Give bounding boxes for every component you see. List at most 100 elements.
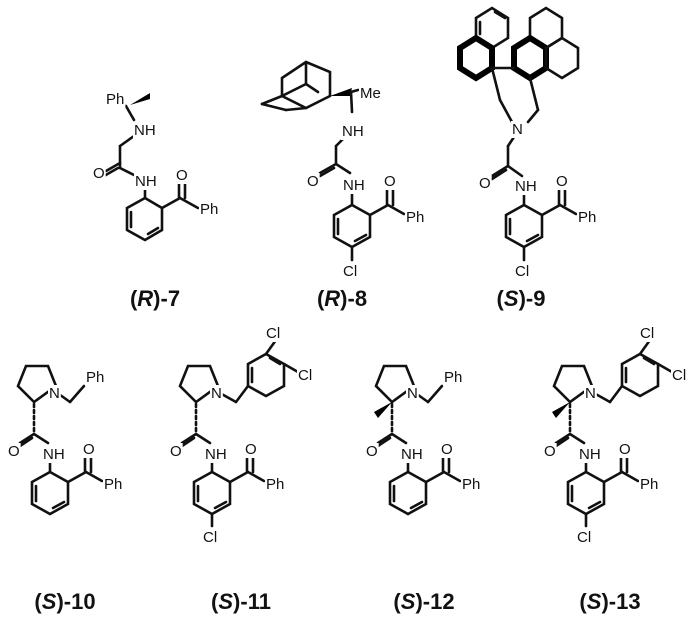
- compound-s11-atoms: N Cl Cl O NH O Ph Cl: [169, 325, 314, 546]
- atom-label-backdrop: [618, 441, 632, 458]
- s12-ph-benzyl: Ph: [444, 369, 462, 386]
- r8-o-carbonyl: O: [307, 173, 319, 190]
- atom-label-backdrop: [578, 446, 602, 463]
- s11-cl-top: Cl: [266, 325, 280, 342]
- label-s10: (S)-10: [34, 589, 95, 615]
- atom-label-backdrop: [576, 529, 593, 546]
- s13-cl-top: Cl: [640, 325, 654, 342]
- s13-n: N: [585, 385, 596, 402]
- atom-label-backdrop: [671, 367, 688, 384]
- atom-label-backdrop: [577, 209, 598, 226]
- label-s12-open: (: [393, 589, 401, 614]
- atom-label-backdrop: [306, 173, 320, 190]
- label-s11-open: (: [211, 589, 219, 614]
- label-r8: (R)-8: [317, 286, 367, 312]
- atom-label-backdrop: [543, 443, 557, 460]
- r7-o-ketone: O: [176, 167, 188, 184]
- s10-ph-benzyl: Ph: [86, 369, 104, 386]
- label-s10-open: (: [34, 589, 42, 614]
- label-s10-config: S: [41, 589, 57, 614]
- r8-nh-amide: NH: [343, 177, 365, 194]
- label-r8-config: R: [324, 286, 341, 311]
- s13-cl-aryl: Cl: [577, 529, 591, 546]
- atom-label-backdrop: [265, 476, 286, 493]
- s9-cl: Cl: [515, 263, 529, 280]
- atom-label-backdrop: [199, 201, 220, 218]
- s13-o-ketone: O: [619, 441, 631, 458]
- atom-label-backdrop: [342, 263, 359, 280]
- s12-nh-amide: NH: [401, 446, 423, 463]
- s11-ph-benzoyl: Ph: [266, 476, 284, 493]
- atom-label-backdrop: [478, 175, 492, 192]
- s13-o-carbonyl: O: [544, 443, 556, 460]
- s11-cl-side: Cl: [298, 367, 312, 384]
- atom-label-backdrop: [175, 167, 189, 184]
- r7-o-carbonyl: O: [93, 165, 105, 182]
- atom-label-backdrop: [555, 173, 569, 190]
- atom-label-backdrop: [514, 178, 538, 195]
- label-s9-number: )-9: [518, 286, 546, 311]
- atom-label-backdrop: [169, 443, 183, 460]
- label-s9: (S)-9: [497, 286, 546, 312]
- label-r7-config: R: [137, 286, 154, 311]
- atom-label-backdrop: [584, 385, 597, 402]
- s9-n-azepine: N: [512, 121, 523, 138]
- atom-label-backdrop: [92, 165, 106, 182]
- label-r8-number: )-8: [340, 286, 368, 311]
- compound-r7-atoms: NH O NH Ph O Ph: [92, 91, 220, 218]
- label-s11-number: )-11: [233, 589, 271, 614]
- atom-label-backdrop: [82, 441, 96, 458]
- compound-r7-structure: [102, 93, 200, 242]
- r7-ph-benzoyl: Ph: [200, 201, 218, 218]
- label-s12: (S)-12: [393, 589, 454, 615]
- s9-nh-amide: NH: [515, 178, 537, 195]
- s13-nh-amide: NH: [579, 446, 601, 463]
- label-s9-config: S: [503, 286, 519, 311]
- label-s9-open: (: [496, 286, 504, 311]
- atom-label-backdrop: [7, 443, 21, 460]
- compound-s13-atoms: N Cl Cl O NH O Ph Cl: [543, 325, 688, 546]
- atom-label-backdrop: [297, 367, 314, 384]
- compound-s10-structure: [16, 364, 104, 516]
- atom-label-backdrop: [406, 385, 419, 402]
- atom-label-backdrop: [265, 325, 282, 342]
- atom-label-backdrop: [204, 446, 228, 463]
- atom-label-backdrop: [202, 529, 219, 546]
- compound-s12-atoms: N Ph O NH O Ph: [365, 369, 482, 493]
- atom-label-backdrop: [133, 122, 157, 139]
- s10-o-carbonyl: O: [8, 443, 20, 460]
- atom-label-backdrop: [405, 209, 426, 226]
- atom-label-backdrop: [42, 446, 66, 463]
- r7-ph-methine: Ph: [106, 91, 124, 108]
- s11-n: N: [211, 385, 222, 402]
- atom-label-backdrop: [511, 121, 524, 138]
- compound-s11-structure: [178, 338, 300, 528]
- compound-s9-structure: [457, 6, 580, 262]
- label-r7: (R)-7: [130, 286, 180, 312]
- atom-label-backdrop: [443, 369, 464, 386]
- r7-nh-amide: NH: [135, 173, 157, 190]
- s13-ph-benzoyl: Ph: [640, 476, 658, 493]
- atom-label-backdrop: [341, 123, 365, 140]
- atom-label-backdrop: [210, 385, 223, 402]
- s10-ph-benzoyl: Ph: [104, 476, 122, 493]
- atom-label-backdrop: [134, 173, 158, 190]
- s11-cl-aryl: Cl: [203, 529, 217, 546]
- atom-label-backdrop: [639, 476, 660, 493]
- label-s13-config: S: [586, 589, 602, 614]
- label-r7-number: )-7: [153, 286, 181, 311]
- compound-s9-atoms: N O NH O Ph Cl: [478, 121, 598, 280]
- label-s13: (S)-13: [579, 589, 640, 615]
- label-r7-open: (: [129, 286, 138, 311]
- label-r8-open: (: [316, 286, 325, 311]
- label-s10-number: )-10: [56, 589, 96, 614]
- s9-ph-benzoyl: Ph: [578, 209, 596, 226]
- r8-me: Me: [360, 85, 381, 102]
- atom-label-backdrop: [639, 325, 656, 342]
- atom-label-backdrop: [383, 173, 397, 190]
- compound-r8-structure: [260, 60, 406, 262]
- label-s12-number: )-12: [415, 589, 455, 614]
- s12-ph-benzoyl: Ph: [462, 476, 480, 493]
